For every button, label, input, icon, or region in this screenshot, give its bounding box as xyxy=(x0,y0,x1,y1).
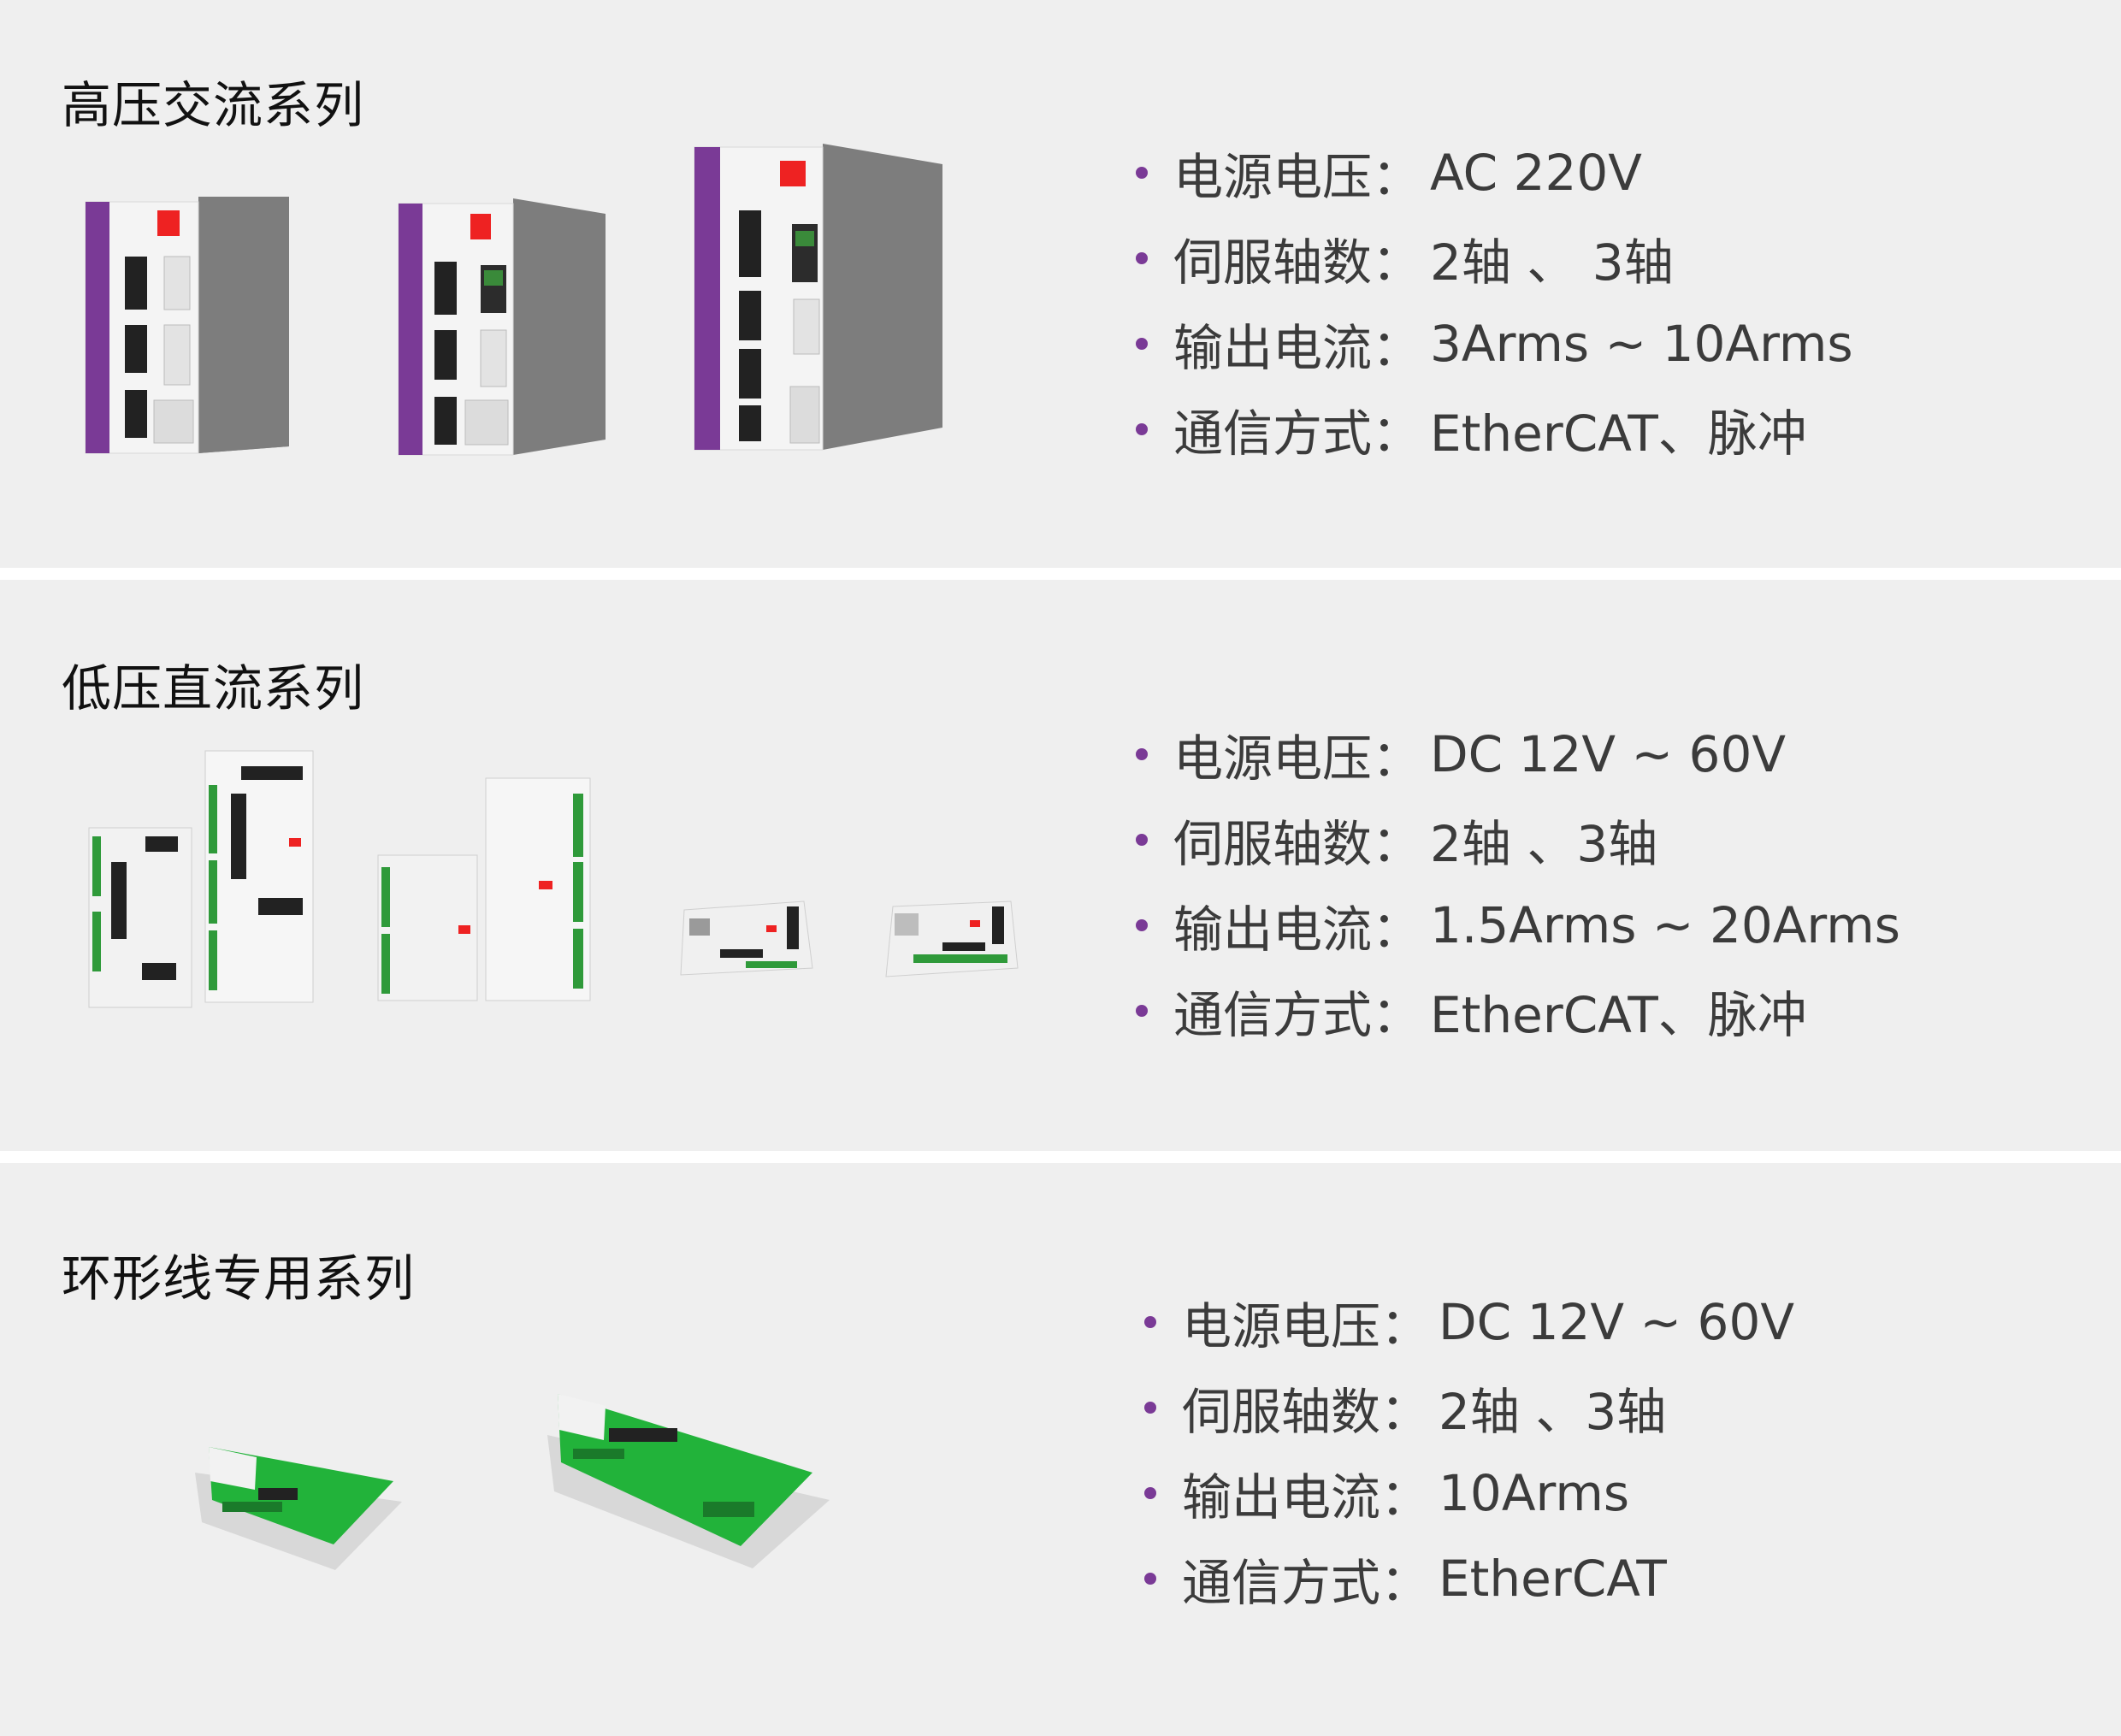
spec-item-communication: 通信方式：EtherCAT、脉冲 xyxy=(1136,968,1900,1054)
bullet-icon xyxy=(1144,1573,1156,1585)
spec-label: 伺服轴数： xyxy=(1173,815,1422,873)
spec-item-axes: 伺服轴数：2轴 、3轴 xyxy=(1144,1365,1794,1450)
spec-label: 通信方式： xyxy=(1173,986,1422,1044)
spec-item-voltage: 电源电压：DC 12V ~ 60V xyxy=(1144,1279,1794,1365)
spec-value: EtherCAT、脉冲 xyxy=(1430,404,1807,463)
ac-drive-2axis-image xyxy=(85,197,289,454)
spec-item-axes: 伺服轴数：2轴 、3轴 xyxy=(1136,797,1900,883)
ac-drive-2axis-ethercat-image xyxy=(398,198,606,456)
spec-item-axes: 伺服轴数：2轴 、 3轴 xyxy=(1136,216,1853,301)
spec-value: 1.5Arms ~ 20Arms xyxy=(1430,896,1900,954)
section-title: 高压交流系列 xyxy=(62,76,365,134)
series-section-ac-high-voltage: 高压交流系列 xyxy=(0,0,2121,568)
spec-value: 3Arms ~ 10Arms xyxy=(1430,315,1853,373)
spec-item-communication: 通信方式：EtherCAT xyxy=(1144,1536,1794,1621)
bullet-icon xyxy=(1136,1005,1148,1017)
spec-label: 电源电压： xyxy=(1173,729,1422,788)
spec-label: 通信方式： xyxy=(1182,1554,1431,1612)
spec-value: EtherCAT xyxy=(1439,1550,1667,1608)
product-images xyxy=(0,580,1112,1151)
ac-drive-3axis-image xyxy=(694,144,942,451)
spec-item-communication: 通信方式：EtherCAT、脉冲 xyxy=(1136,387,1853,472)
product-images xyxy=(0,0,1112,568)
spec-list: 电源电压：AC 220V 伺服轴数：2轴 、 3轴 输出电流：3Arms ~ 1… xyxy=(1136,130,1853,472)
bullet-icon xyxy=(1144,1487,1156,1499)
spec-item-current: 输出电流：3Arms ~ 10Arms xyxy=(1136,301,1853,387)
series-section-dc-low-voltage: 低压直流系列 xyxy=(0,580,2121,1151)
bullet-icon xyxy=(1136,919,1148,931)
bullet-icon xyxy=(1136,748,1148,760)
spec-item-current: 输出电流：10Arms xyxy=(1144,1450,1794,1536)
dc-drive-flat-image xyxy=(680,900,813,976)
dc-drive-pair-2-image xyxy=(377,777,591,1001)
spec-label: 电源电压： xyxy=(1173,148,1422,206)
spec-label: 伺服轴数： xyxy=(1173,233,1422,292)
bullet-icon xyxy=(1136,423,1148,435)
section-title: 环形线专用系列 xyxy=(62,1249,416,1308)
spec-value: 10Arms xyxy=(1439,1464,1630,1522)
dc-drive-flat-2-image xyxy=(885,900,1019,977)
spec-list: 电源电压：DC 12V ~ 60V 伺服轴数：2轴 、3轴 输出电流：1.5Ar… xyxy=(1136,712,1900,1054)
bullet-icon xyxy=(1136,338,1148,350)
spec-list: 电源电压：DC 12V ~ 60V 伺服轴数：2轴 、3轴 输出电流：10Arm… xyxy=(1144,1279,1794,1621)
ring-line-board-small-image xyxy=(195,1447,402,1570)
spec-value: 2轴 、3轴 xyxy=(1430,815,1658,873)
section-title: 低压直流系列 xyxy=(62,659,365,717)
dc-drive-pair-image xyxy=(88,750,314,1008)
product-images xyxy=(0,1163,1112,1736)
spec-label: 伺服轴数： xyxy=(1182,1383,1431,1441)
spec-value: DC 12V ~ 60V xyxy=(1430,725,1787,783)
spec-item-current: 输出电流：1.5Arms ~ 20Arms xyxy=(1136,883,1900,968)
bullet-icon xyxy=(1144,1402,1156,1414)
ring-line-board-large-image xyxy=(547,1394,830,1568)
spec-value: EtherCAT、脉冲 xyxy=(1430,986,1807,1044)
spec-label: 电源电压： xyxy=(1182,1297,1431,1355)
spec-item-voltage: 电源电压：AC 220V xyxy=(1136,130,1853,216)
spec-item-voltage: 电源电压：DC 12V ~ 60V xyxy=(1136,712,1900,797)
spec-value: 2轴 、 3轴 xyxy=(1430,233,1674,292)
spec-label: 输出电流： xyxy=(1182,1468,1431,1526)
bullet-icon xyxy=(1136,167,1148,179)
bullet-icon xyxy=(1144,1316,1156,1328)
bullet-icon xyxy=(1136,834,1148,846)
spec-label: 通信方式： xyxy=(1173,404,1422,463)
series-section-ring-line: 环形线专用系列 电源电压：DC 12V ~ 60V 伺服轴数：2轴 、3轴 输出 xyxy=(0,1163,2121,1736)
spec-value: DC 12V ~ 60V xyxy=(1439,1293,1795,1351)
spec-label: 输出电流： xyxy=(1173,319,1422,377)
spec-value: 2轴 、3轴 xyxy=(1439,1383,1667,1441)
bullet-icon xyxy=(1136,252,1148,264)
spec-value: AC 220V xyxy=(1430,144,1642,202)
spec-label: 输出电流： xyxy=(1173,900,1422,959)
